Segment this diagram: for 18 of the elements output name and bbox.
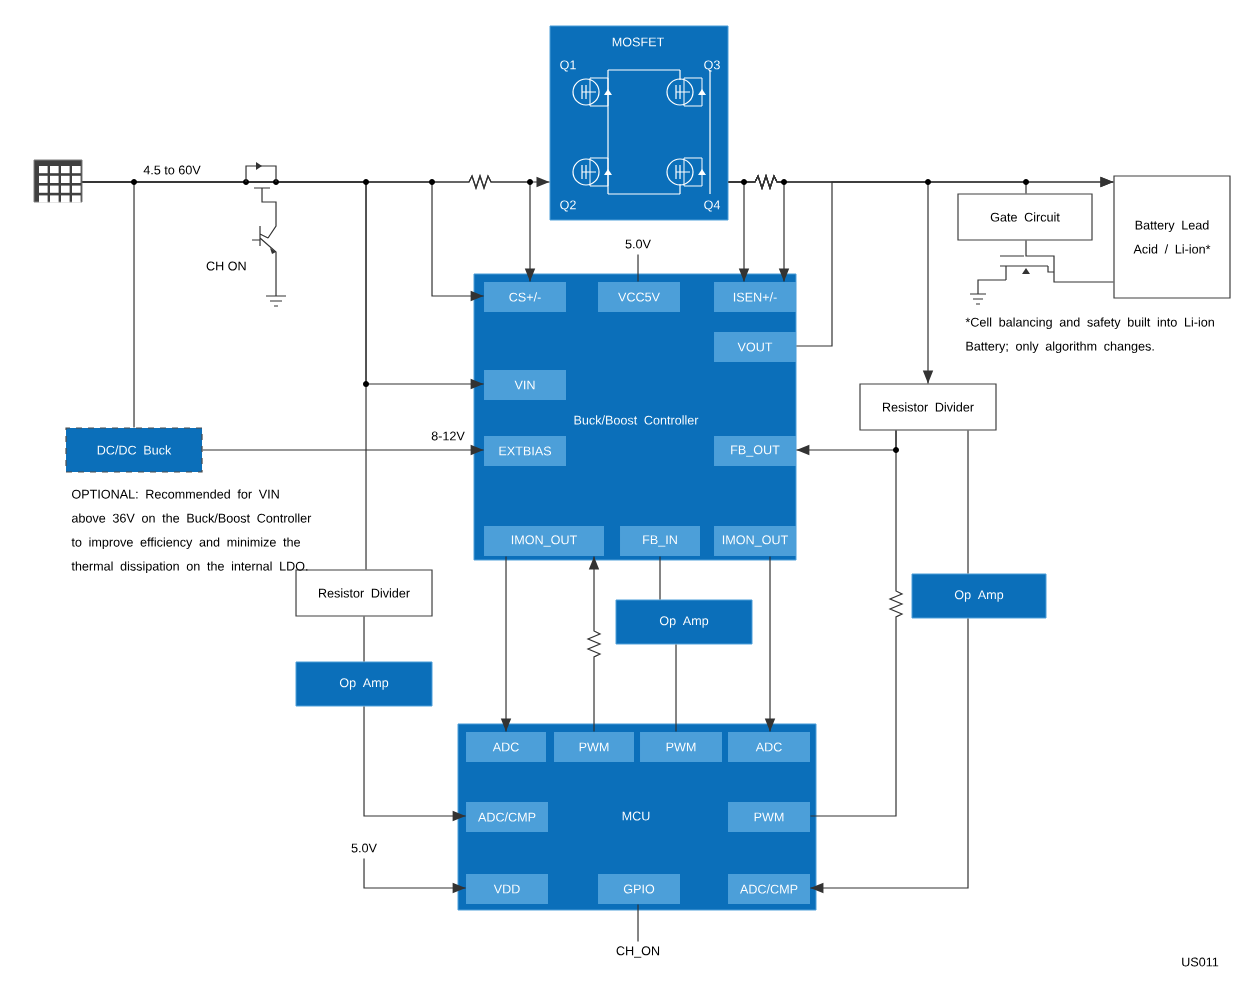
connector-line bbox=[1025, 240, 1114, 283]
arrow bbox=[764, 555, 776, 733]
connector-line bbox=[675, 643, 677, 733]
connector-line bbox=[637, 253, 639, 283]
arrow bbox=[500, 555, 512, 733]
arrow bbox=[809, 617, 969, 894]
arrow bbox=[363, 705, 467, 822]
connector-line bbox=[363, 616, 365, 663]
solar-panel-icon bbox=[33, 159, 83, 203]
connector-line bbox=[727, 174, 1027, 194]
arrow bbox=[586, 555, 602, 733]
connector-line bbox=[637, 903, 639, 943]
connector-line bbox=[809, 430, 904, 817]
arrow bbox=[363, 857, 467, 894]
connector-line bbox=[81, 181, 367, 570]
arrow bbox=[202, 444, 485, 456]
connector-line bbox=[659, 555, 661, 601]
connector-line bbox=[967, 430, 969, 575]
